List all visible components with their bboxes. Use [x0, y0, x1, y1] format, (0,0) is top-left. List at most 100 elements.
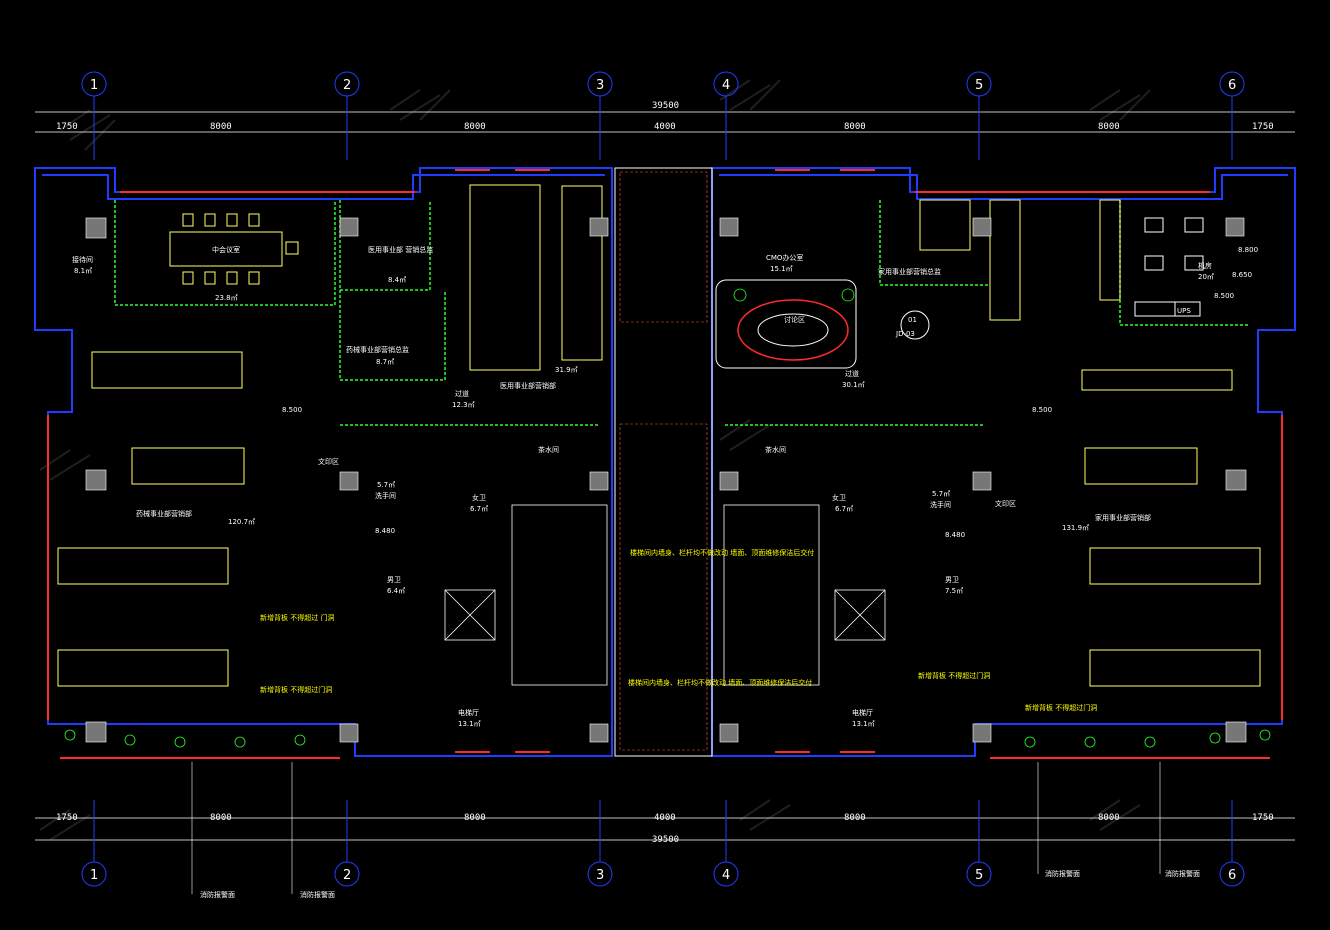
fire-note-2: 新增背板 不得超过门洞 [260, 685, 332, 694]
room-tea-l: 茶水间 [538, 445, 559, 454]
axis-label-5-bottom: 5 [975, 868, 983, 883]
room-female-wc-r-area: 6.7㎡ [835, 505, 853, 513]
jd-ref-num: 01 [908, 316, 917, 324]
axis-label-1-bottom: 1 [90, 868, 98, 883]
columns [85, 217, 1247, 743]
dim-bottom-span-2: 8000 [464, 813, 486, 823]
room-female-wc-l-area: 6.7㎡ [470, 505, 488, 513]
room-cmo: CMO办公室 [766, 253, 803, 262]
dim-top-total: 39500 [652, 101, 679, 111]
room-corridor-a-area: 12.3㎡ [452, 401, 475, 409]
room-server-area: 20㎡ [1198, 273, 1214, 281]
wc-level-l: 8.480 [375, 527, 395, 535]
dim-bottom-total: 39500 [652, 835, 679, 845]
axis-label-3: 3 [596, 78, 604, 93]
room-meeting: 中会议室 [212, 245, 240, 254]
bottom-label-3: 消防报警面 [1045, 869, 1080, 878]
stair-note-2: 楼梯间内墙身、栏杆均不做改动 墙面、顶面维修保洁后交付 [628, 678, 812, 687]
exterior-walls [34, 167, 1296, 757]
room-vp: 医用事业部 营销总监 [368, 245, 433, 254]
room-washroom-l: 洗手间 [375, 491, 396, 500]
dim-bottom-span-3: 4000 [654, 813, 676, 823]
level-l: 8.500 [282, 406, 302, 414]
room-manager-area: 8.7㎡ [376, 358, 394, 366]
room-pantry: 接待间 [72, 255, 93, 264]
level-s2: 8.650 [1232, 271, 1252, 279]
stair-note-1: 楼梯间内墙身、栏杆均不做改动 墙面、顶面维修保洁后交付 [630, 548, 814, 557]
axis-bubbles-top [81, 71, 1245, 887]
room-open-a-area: 31.9㎡ [555, 366, 578, 374]
axis-label-2: 2 [343, 78, 351, 93]
room-office-b-area: 120.7㎡ [228, 518, 255, 526]
top-dimensions [35, 111, 1295, 841]
room-open-a: 医用事业部营销部 [500, 381, 556, 390]
axis-label-4: 4 [722, 78, 730, 93]
dim-top-span-1: 8000 [210, 122, 232, 132]
axis-label-6-bottom: 6 [1228, 868, 1236, 883]
room-washroom-r: 洗手间 [930, 500, 951, 509]
room-director-right: 家用事业部营销总监 [878, 267, 941, 276]
wenku-r: 文印区 [995, 499, 1016, 508]
dim-top-span-2: 8000 [464, 122, 486, 132]
dim-bottom-span-4: 8000 [844, 813, 866, 823]
dim-top-span-6: 1750 [1252, 122, 1274, 132]
room-cmo-area: 15.1㎡ [770, 265, 793, 273]
room-tea-r: 茶水间 [765, 445, 786, 454]
level-s3: 8.500 [1214, 292, 1234, 300]
room-vp-area: 8.4㎡ [388, 276, 406, 284]
room-office-b: 药械事业部营销部 [136, 509, 192, 518]
core-shaft [511, 167, 820, 757]
dim-bottom-span-0: 1750 [56, 813, 78, 823]
server-room [1134, 217, 1204, 317]
fire-note-4: 新增背板 不得超过门洞 [1025, 703, 1097, 712]
room-corridor-b: 过道 [845, 369, 859, 378]
room-elev-lobby-r: 电梯厅 [852, 708, 873, 717]
green-partitions [114, 200, 1248, 426]
axis-label-2-bottom: 2 [343, 868, 351, 883]
dim-bottom-span-5: 8000 [1098, 813, 1120, 823]
red-exterior [47, 169, 1283, 759]
fire-note-1: 新增背板 不得超过 门洞 [260, 613, 334, 622]
room-male-wc-l-area: 6.4㎡ [387, 587, 405, 595]
room-male-wc-r-area: 7.5㎡ [945, 587, 963, 595]
bottom-label-1: 消防报警面 [200, 890, 235, 899]
dim-top-span-4: 8000 [844, 122, 866, 132]
room-corridor-a: 过道 [455, 389, 469, 398]
jd-ref: JD-03 [895, 330, 915, 338]
bottom-label-2: 消防报警面 [300, 890, 335, 899]
room-office-c-area: 131.9㎡ [1062, 524, 1089, 532]
room-corridor-b-area: 30.1㎡ [842, 381, 865, 389]
axis-label-1: 1 [90, 78, 98, 93]
room-female-wc-l: 女卫 [472, 493, 486, 502]
desks-left [57, 184, 603, 687]
wc-level-r: 8.480 [945, 531, 965, 539]
dim-top-span-0: 1750 [56, 122, 78, 132]
watermark [39, 79, 1151, 841]
room-male-wc-r: 男卫 [945, 576, 959, 584]
room-ups: UPS [1177, 307, 1191, 315]
room-elev-lobby-l-area: 13.1㎡ [458, 720, 481, 728]
level-r: 8.500 [1032, 406, 1052, 414]
dim-bottom-span-6: 1750 [1252, 813, 1274, 823]
room-female-wc-r: 女卫 [832, 493, 846, 502]
leader-lines [191, 762, 1161, 894]
room-server: 机房 [1198, 261, 1212, 270]
dim-bottom-span-1: 8000 [210, 813, 232, 823]
dim-top-span-5: 8000 [1098, 122, 1120, 132]
room-meeting-area: 23.8㎡ [215, 294, 238, 302]
discussion-area [715, 279, 930, 369]
level-s1: 8.800 [1238, 246, 1258, 254]
meeting-table [169, 213, 299, 285]
room-manager: 药械事业部营销总监 [346, 345, 409, 354]
fire-note-3: 新增背板 不得超过门洞 [918, 671, 990, 680]
room-elev-lobby-l: 电梯厅 [458, 708, 479, 717]
elevators [444, 589, 886, 641]
bottom-label-4: 消防报警面 [1165, 869, 1200, 878]
room-washroom-l-area: 5.7㎡ [377, 481, 395, 489]
axis-lines [93, 96, 1233, 862]
room-male-wc-l: 男卫 [387, 576, 401, 584]
axis-label-6: 6 [1228, 78, 1236, 93]
dim-top-span-3: 4000 [654, 122, 676, 132]
room-pantry-area: 8.1㎡ [74, 267, 92, 275]
